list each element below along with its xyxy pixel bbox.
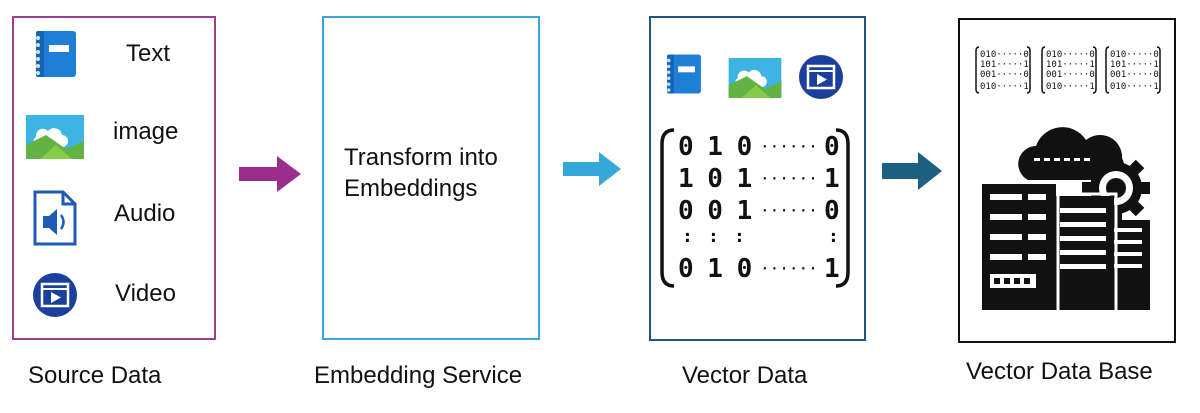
vector-database-caption: Vector Data Base	[966, 358, 1153, 385]
embedding-line-2: Embeddings	[344, 175, 478, 202]
matrix-row-dots: ······	[760, 259, 818, 278]
matrix-row-dots: ······	[760, 201, 818, 220]
vector-database-panel	[958, 18, 1176, 343]
svg-text:001·····0: 001·····0	[1110, 70, 1159, 80]
source-item-label-image: image	[113, 118, 179, 145]
binary-matrices-icon: 010·····0 101·····1 001·····0 010·····1 …	[975, 46, 1161, 94]
matrix-row-bits: 0 0 1	[678, 196, 752, 226]
image-icon	[728, 58, 782, 98]
svg-text:001·····0: 001·····0	[980, 70, 1029, 80]
svg-text:010·····0: 010·····0	[1046, 50, 1095, 60]
embedding-description: Transform into Embeddings	[344, 142, 534, 204]
matrix-row-bits: 1 0 1	[678, 164, 752, 194]
matrix-row-dots: ······	[760, 137, 818, 156]
arrow-right-icon	[563, 152, 621, 186]
matrix-row: 0 1 0 ······ 0	[678, 132, 840, 162]
matrix-row-dots: ······	[760, 169, 818, 188]
matrix-row-last: 0	[824, 132, 840, 162]
matrix-brackets	[660, 128, 850, 288]
matrix-row-last: 1	[824, 164, 840, 194]
svg-text:010·····0: 010·····0	[1110, 50, 1159, 60]
video-icon	[799, 55, 843, 99]
source-data-caption: Source Data	[28, 362, 162, 389]
svg-text:101·····1: 101·····1	[1046, 60, 1095, 70]
database-server-icon	[978, 127, 1150, 314]
vector-data-caption: Vector Data	[682, 362, 808, 389]
svg-text:010·····0: 010·····0	[980, 50, 1029, 60]
notebook-icon	[36, 31, 76, 77]
matrix-ellipsis-mark: :	[682, 226, 693, 247]
matrix-row: 1 0 1 ······ 1	[678, 164, 840, 194]
matrix-row-last: 0	[824, 196, 840, 226]
image-icon	[26, 115, 84, 159]
embedding-service-caption: Embedding Service	[314, 362, 523, 389]
svg-text:101·····1: 101·····1	[980, 60, 1029, 70]
matrix-vertical-ellipsis: ::::	[678, 226, 839, 248]
matrix-ellipsis-mark: :	[828, 226, 839, 247]
embedding-service-panel	[322, 16, 540, 340]
arrow-right-icon	[882, 152, 942, 190]
svg-text:010·····1: 010·····1	[980, 82, 1029, 92]
matrix-row-bits: 0 1 0	[678, 254, 752, 284]
arrow-right-icon	[239, 156, 301, 192]
svg-text:010·····1: 010·····1	[1046, 82, 1095, 92]
svg-text:101·····1: 101·····1	[1110, 60, 1159, 70]
vector-data-panel	[649, 16, 866, 341]
matrix-ellipsis-mark: :	[734, 226, 745, 247]
video-icon	[33, 273, 77, 317]
matrix-row-last: 1	[824, 254, 840, 284]
source-item-label-audio: Audio	[114, 200, 176, 227]
embedding-line-1: Transform into	[344, 144, 498, 171]
source-item-label-video: Video	[115, 280, 176, 307]
audio-file-icon	[33, 190, 77, 246]
svg-text:001·····0: 001·····0	[1046, 70, 1095, 80]
matrix-row-bits: 0 1 0	[678, 132, 752, 162]
source-data-panel	[12, 16, 216, 340]
matrix-row: 0 0 1 ······ 0	[678, 196, 840, 226]
matrix-row: 0 1 0 ······ 1	[678, 254, 840, 284]
notebook-icon	[667, 54, 701, 94]
source-item-label-text: Text	[126, 40, 171, 67]
svg-text:010·····1: 010·····1	[1110, 82, 1159, 92]
matrix-ellipsis-mark: :	[708, 226, 719, 247]
